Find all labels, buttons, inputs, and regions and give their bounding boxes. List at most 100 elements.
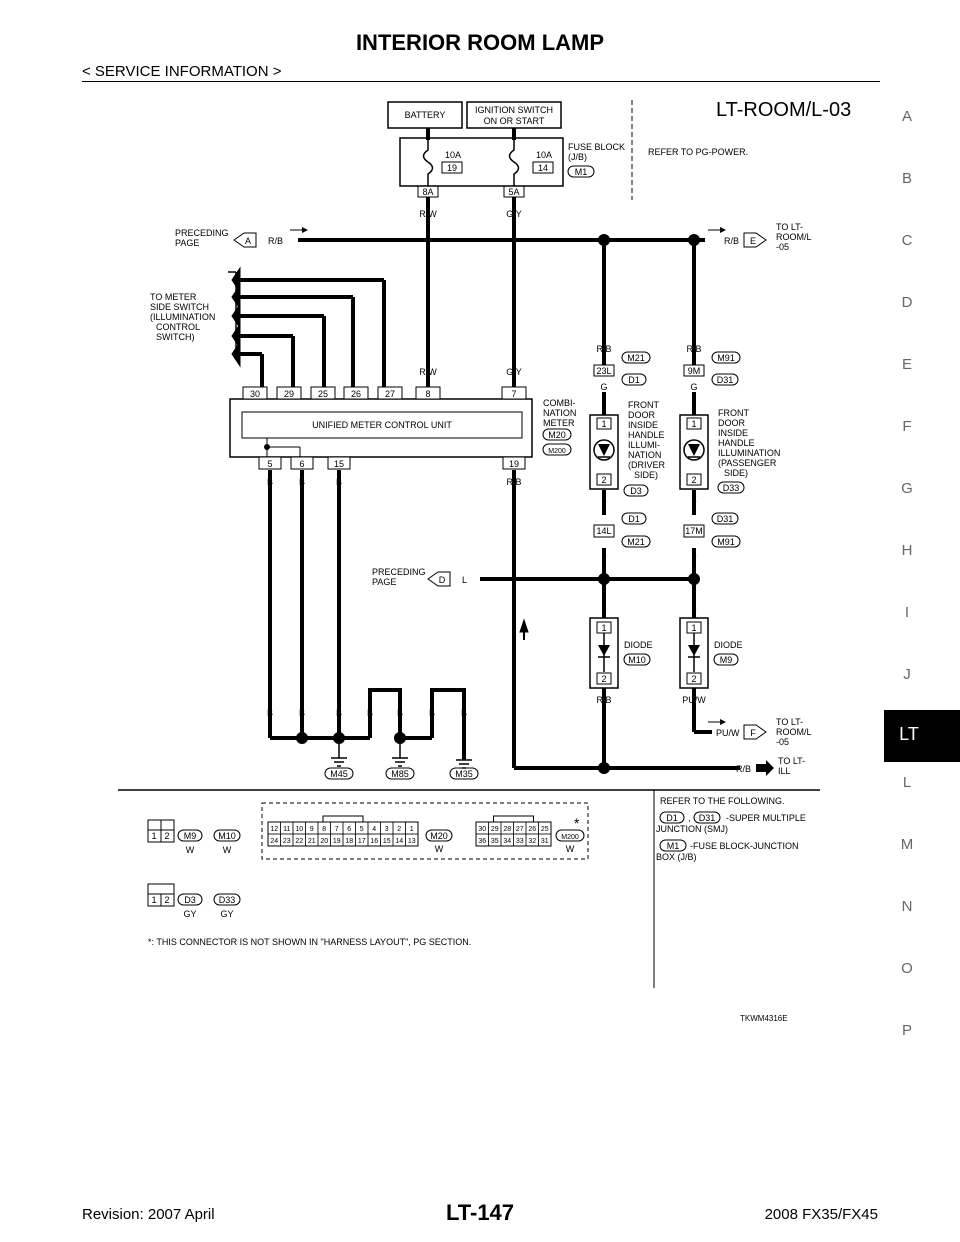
fuse-terminal: 5A bbox=[508, 187, 519, 197]
fbjb-label: -FUSE BLOCK-JUNCTION bbox=[690, 841, 799, 851]
meter-terminal: 29 bbox=[284, 389, 294, 399]
to-meter-text: SIDE SWITCH bbox=[150, 302, 209, 312]
section-index-g[interactable]: G bbox=[901, 480, 913, 497]
section-breadcrumb: < SERVICE INFORMATION > bbox=[82, 63, 282, 80]
section-index-o[interactable]: O bbox=[901, 960, 913, 977]
ground-symbols bbox=[324, 744, 479, 780]
section-tab-label: LT bbox=[899, 724, 919, 744]
to-room-l-05-f: PU/W F TO LT- ROOM/L -05 bbox=[708, 717, 812, 747]
pin-number: 9 bbox=[310, 826, 314, 833]
connector-a: A bbox=[245, 236, 251, 246]
section-index-d[interactable]: D bbox=[901, 294, 913, 311]
section-index-f[interactable]: F bbox=[902, 418, 912, 435]
fuse-block-box bbox=[399, 137, 564, 187]
component-label: (DRIVER bbox=[628, 460, 666, 470]
wire-color: R/W bbox=[419, 367, 437, 377]
to-meter-label: TO METER SIDE SWITCH (ILLUMINATION CONTR… bbox=[150, 292, 215, 342]
connector-d31: D31 bbox=[699, 813, 716, 823]
section-index-l[interactable]: L bbox=[902, 774, 912, 791]
to-ill-label: TO LT- bbox=[778, 756, 805, 766]
to-room-label: -05 bbox=[776, 242, 789, 252]
connector-d: D bbox=[439, 575, 446, 585]
pin-number: 17 bbox=[358, 838, 366, 845]
pin-2: 2 bbox=[164, 895, 169, 905]
terminal-23l: 23L bbox=[596, 366, 611, 376]
connector-d3: D3 bbox=[184, 895, 196, 905]
component-label: FRONT bbox=[628, 400, 659, 410]
connector-legend: REFER TO THE FOLLOWING. D1 , D31 -SUPER … bbox=[656, 796, 806, 862]
connector-d33: D33 bbox=[219, 895, 236, 905]
pin-number: 15 bbox=[383, 838, 391, 845]
section-index-a[interactable]: A bbox=[901, 108, 912, 125]
connector-m1: M1 bbox=[667, 841, 680, 851]
fuse-terminal: 8A bbox=[422, 187, 433, 197]
connector-d3-d33: 1 2 D3 D33 GY GY bbox=[147, 883, 241, 919]
pin-number: 14 bbox=[395, 838, 403, 845]
connector-d31: D31 bbox=[717, 375, 734, 385]
pin-number: 28 bbox=[503, 826, 511, 833]
component-label: (PASSENGER bbox=[718, 458, 777, 468]
section-index-n[interactable]: N bbox=[901, 898, 913, 915]
color-gy: GY bbox=[183, 909, 196, 919]
component-label: SIDE) bbox=[724, 468, 748, 478]
fbjb-label: BOX (J/B) bbox=[656, 852, 697, 862]
fuse-amps: 10A bbox=[445, 150, 461, 160]
connector-m91: M91 bbox=[717, 537, 735, 547]
meter-terminal: 5 bbox=[267, 459, 272, 469]
pin-2: 2 bbox=[164, 831, 169, 841]
connector-d1: D1 bbox=[628, 514, 640, 524]
preceding-label-2: PAGE bbox=[372, 577, 396, 587]
section-index-i[interactable]: I bbox=[904, 604, 910, 621]
combi-label: COMBI- bbox=[543, 398, 576, 408]
pin-number: 27 bbox=[516, 826, 524, 833]
terminal-14l: 14L bbox=[596, 526, 611, 536]
to-ill-label: ILL bbox=[778, 766, 791, 776]
wire-color-b: B bbox=[267, 477, 273, 487]
wire-color-b: B bbox=[336, 708, 342, 718]
section-index-h[interactable]: H bbox=[901, 542, 913, 559]
unified-meter-label: UNIFIED METER CONTROL UNIT bbox=[312, 420, 452, 430]
smj-label: JUNCTION (SMJ) bbox=[656, 824, 728, 834]
header-divider bbox=[82, 81, 880, 82]
pin-number: 33 bbox=[516, 838, 524, 845]
fuse-block-connector: M1 bbox=[575, 167, 588, 177]
section-index-c[interactable]: C bbox=[901, 232, 913, 249]
section-index-j[interactable]: J bbox=[903, 666, 911, 683]
section-index-m[interactable]: M bbox=[900, 836, 914, 853]
connector-m9: M9 bbox=[720, 655, 733, 665]
section-index-p[interactable]: P bbox=[901, 1022, 912, 1039]
component-label: NATION bbox=[628, 450, 661, 460]
connector-e: E bbox=[750, 236, 756, 246]
combination-meter: UNIFIED METER CONTROL UNIT COMBI- NATION… bbox=[229, 398, 576, 458]
fuse-block-label-2: (J/B) bbox=[568, 152, 587, 162]
fuse-number: 14 bbox=[538, 163, 548, 173]
connector-m200: M200 bbox=[548, 448, 566, 455]
power-source-group: BATTERY IGNITION SWITCH ON OR START 10A … bbox=[387, 99, 851, 219]
pin-number: 23 bbox=[283, 838, 291, 845]
wire-color-b: B bbox=[461, 708, 467, 718]
connector-m10: M10 bbox=[628, 655, 646, 665]
meter-terminal: 15 bbox=[334, 459, 344, 469]
connector-group-frame bbox=[261, 802, 589, 860]
wire-color-b: B bbox=[367, 708, 373, 718]
smj-label: -SUPER MULTIPLE bbox=[726, 813, 806, 823]
pin-number: 21 bbox=[308, 838, 316, 845]
comma: , bbox=[688, 813, 691, 823]
battery-box bbox=[387, 101, 463, 129]
footer-model: 2008 FX35/FX45 bbox=[764, 1206, 878, 1223]
connector-m9: M9 bbox=[184, 831, 197, 841]
component-label: FRONT bbox=[718, 408, 749, 418]
meter-terminal: 26 bbox=[351, 389, 361, 399]
wire-color-l: L bbox=[601, 494, 606, 504]
pin-1: 1 bbox=[691, 623, 696, 633]
splice-points bbox=[264, 234, 700, 774]
terminal-9m: 9M bbox=[688, 366, 701, 376]
section-tab-lt[interactable]: LT bbox=[884, 710, 960, 762]
component-label: DOOR bbox=[718, 418, 746, 428]
section-index-b[interactable]: B bbox=[901, 170, 912, 187]
pin-number: 6 bbox=[347, 826, 351, 833]
pin-2: 2 bbox=[691, 475, 696, 485]
section-index-e[interactable]: E bbox=[901, 356, 912, 373]
